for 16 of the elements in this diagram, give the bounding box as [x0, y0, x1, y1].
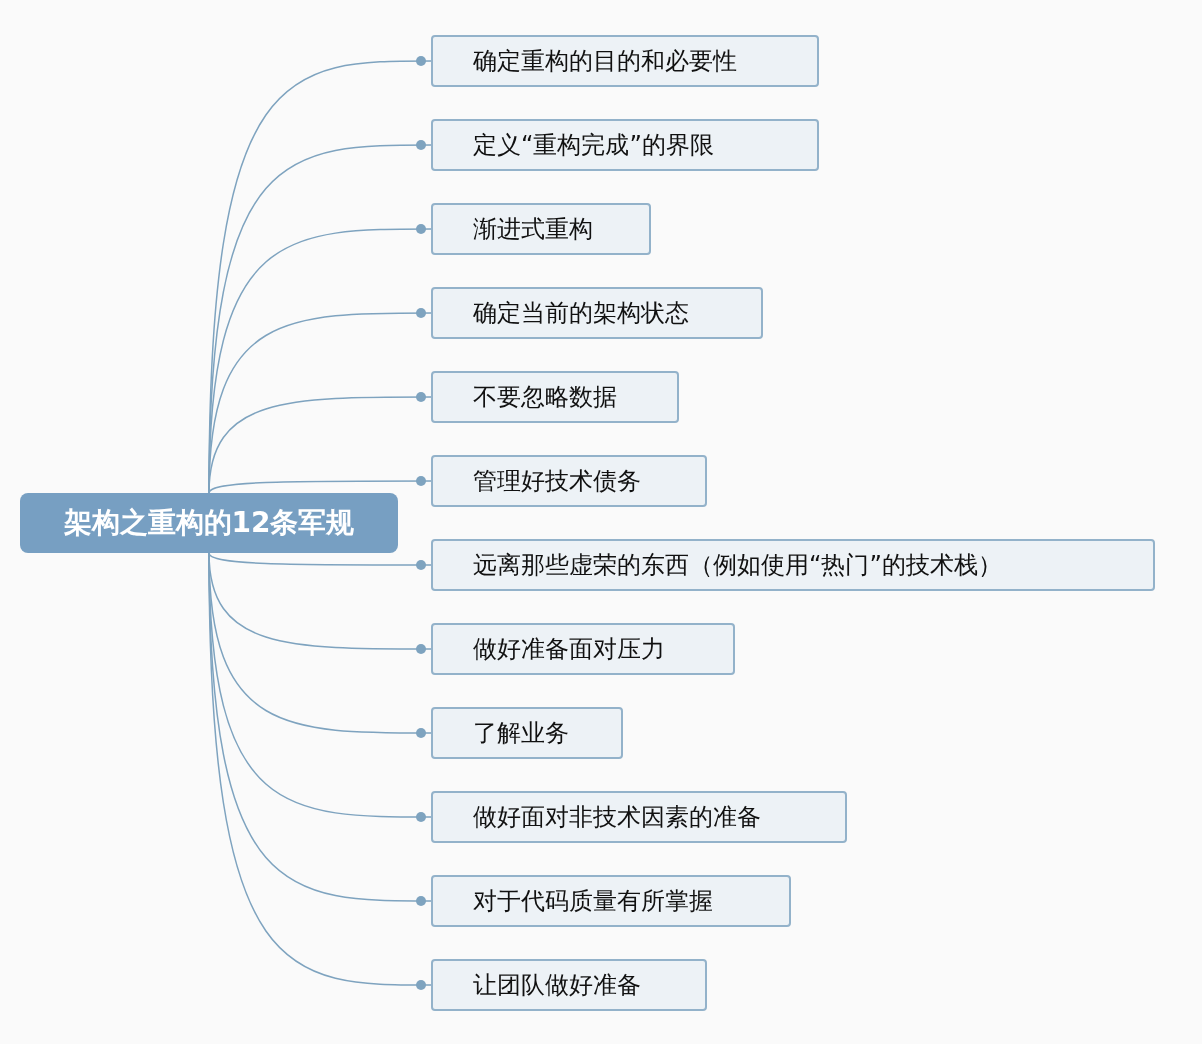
topic-box: 确定当前的架构状态 [431, 287, 763, 339]
topic-box: 做好准备面对压力 [431, 623, 735, 675]
topic-box: 管理好技术债务 [431, 455, 707, 507]
topic-box: 定义“重构完成”的界限 [431, 119, 819, 171]
topic-box: 不要忽略数据 [431, 371, 679, 423]
topic-box: 确定重构的目的和必要性 [431, 35, 819, 87]
topic-box: 远离那些虚荣的东西（例如使用“热门”的技术栈） [431, 539, 1155, 591]
topic-box: 做好面对非技术因素的准备 [431, 791, 847, 843]
topic-box: 了解业务 [431, 707, 623, 759]
topic-box: 渐进式重构 [431, 203, 651, 255]
topic-box: 对于代码质量有所掌握 [431, 875, 791, 927]
topic-box: 让团队做好准备 [431, 959, 707, 1011]
connector-line [208, 392, 432, 494]
connector-line [208, 552, 432, 570]
central-topic: 架构之重构的12条军规 [20, 493, 398, 553]
connector-line [208, 476, 432, 494]
